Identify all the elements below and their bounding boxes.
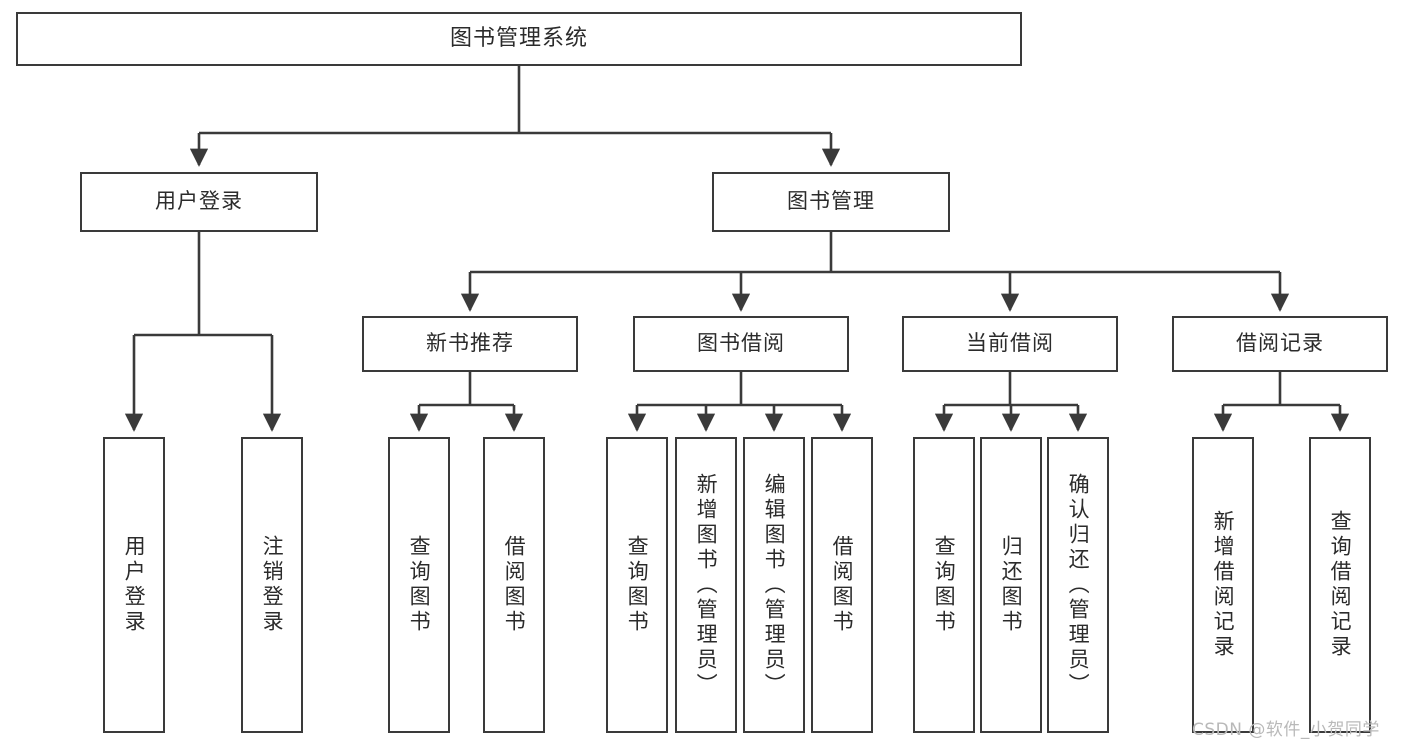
node-label: 查询借阅记录	[1328, 510, 1353, 660]
leaf-new-book-borrow[interactable]: 借阅图书	[483, 437, 545, 733]
node-label: 编辑图书（管理员）	[762, 472, 787, 698]
leaf-borrow-edit-book-admin[interactable]: 编辑图书（管理员）	[743, 437, 805, 733]
node-label: 归还图书	[999, 535, 1024, 635]
leaf-borrow-add-book-admin[interactable]: 新增图书（管理员）	[675, 437, 737, 733]
node-label: 新增借阅记录	[1211, 510, 1236, 660]
node-label: 当前借阅	[966, 331, 1054, 356]
node-label: 查询图书	[932, 535, 957, 635]
node-label: 借阅图书	[502, 535, 527, 635]
leaf-record-query[interactable]: 查询借阅记录	[1309, 437, 1371, 733]
node-book-management[interactable]: 图书管理	[712, 172, 950, 232]
node-label: 确认归还（管理员）	[1066, 472, 1091, 698]
node-borrow-record[interactable]: 借阅记录	[1172, 316, 1388, 372]
leaf-current-query-book[interactable]: 查询图书	[913, 437, 975, 733]
node-label: 新书推荐	[426, 331, 514, 356]
node-label: 图书管理系统	[449, 25, 588, 51]
node-label: 借阅图书	[830, 535, 855, 635]
leaf-current-return-book[interactable]: 归还图书	[980, 437, 1042, 733]
node-label: 图书管理	[787, 189, 875, 214]
node-current-borrow[interactable]: 当前借阅	[902, 316, 1118, 372]
node-user-login[interactable]: 用户登录	[80, 172, 318, 232]
leaf-borrow-borrow-book[interactable]: 借阅图书	[811, 437, 873, 733]
node-label: 图书借阅	[697, 331, 785, 356]
node-root-system[interactable]: 图书管理系统	[16, 12, 1022, 66]
leaf-current-confirm-return-admin[interactable]: 确认归还（管理员）	[1047, 437, 1109, 733]
leaf-user-login[interactable]: 用户登录	[103, 437, 165, 733]
node-label: 用户登录	[122, 535, 147, 635]
node-new-book-recommend[interactable]: 新书推荐	[362, 316, 578, 372]
leaf-borrow-query-book[interactable]: 查询图书	[606, 437, 668, 733]
leaf-record-add[interactable]: 新增借阅记录	[1192, 437, 1254, 733]
node-book-borrow[interactable]: 图书借阅	[633, 316, 849, 372]
node-label: 注销登录	[260, 535, 285, 635]
node-label: 查询图书	[625, 535, 650, 635]
node-label: 借阅记录	[1236, 331, 1324, 356]
node-label: 查询图书	[407, 535, 432, 635]
csdn-watermark: CSDN @软件_小贺同学	[1192, 720, 1380, 740]
leaf-user-logout[interactable]: 注销登录	[241, 437, 303, 733]
leaf-new-book-query[interactable]: 查询图书	[388, 437, 450, 733]
node-label: 新增图书（管理员）	[694, 472, 719, 698]
node-label: 用户登录	[155, 189, 243, 214]
